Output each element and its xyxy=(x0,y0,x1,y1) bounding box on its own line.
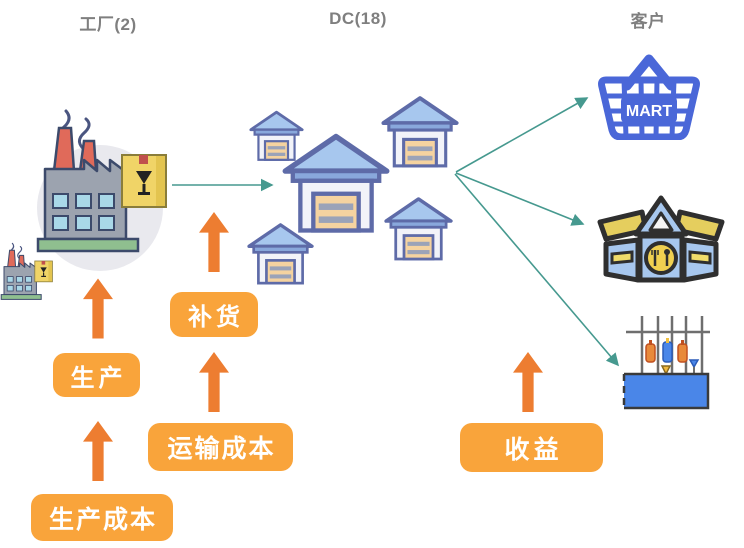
label-production-cost: 生产成本 xyxy=(31,494,173,541)
warehouse-icon xyxy=(247,223,314,285)
column-title-customer: 客户 xyxy=(630,12,666,31)
warehouse-icon xyxy=(384,197,453,261)
shelf-rack-icon xyxy=(622,316,710,410)
label-production: 生产 xyxy=(53,353,140,397)
mart-basket-icon: MART xyxy=(598,54,700,140)
label-replenish: 补货 xyxy=(170,292,258,337)
up-arrow-production-cost xyxy=(83,421,113,481)
up-arrow-replenish xyxy=(199,212,229,272)
column-title-dc: DC(18) xyxy=(329,9,387,28)
warehouse-icon xyxy=(249,110,304,161)
connector-dc-to-mart xyxy=(455,97,589,173)
connector-dc-to-restaurant xyxy=(455,172,585,226)
warehouse-icon xyxy=(381,96,459,168)
up-arrow-production xyxy=(83,278,113,339)
restaurant-stall-icon xyxy=(597,195,725,283)
label-revenue: 收益 xyxy=(460,423,603,472)
label-transport-cost: 运输成本 xyxy=(148,423,293,471)
up-arrow-transport-cost xyxy=(199,352,229,412)
factory-icon xyxy=(0,109,168,300)
column-title-factory: 工厂(2) xyxy=(79,15,137,34)
mart-label: MART xyxy=(626,103,672,120)
connector-dc-to-shelf xyxy=(454,173,620,367)
up-arrow-revenue xyxy=(513,352,543,412)
warehouse-icon xyxy=(282,133,390,233)
